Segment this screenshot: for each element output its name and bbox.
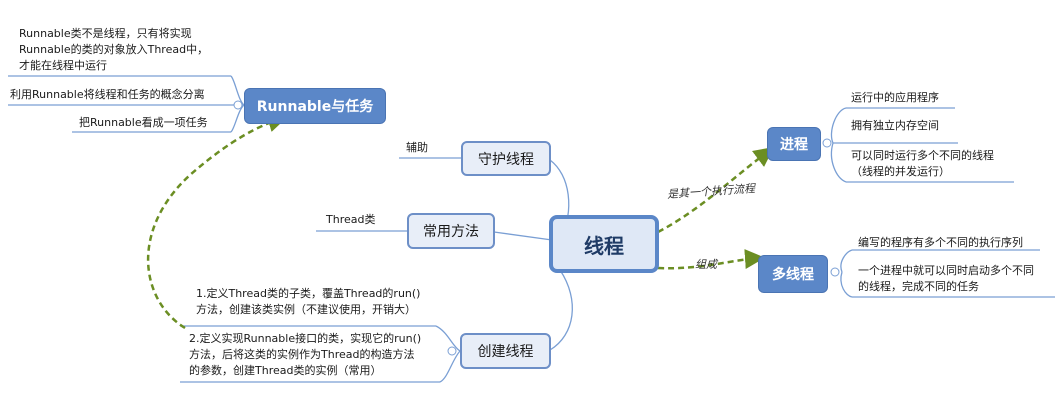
node-create-thread[interactable]: 创建线程 — [460, 333, 551, 369]
note-runnable-1-line2: Runnable的类的对象放入Thread中， — [19, 43, 209, 56]
connector-create-way2 — [439, 350, 461, 383]
connector-create-way1 — [435, 325, 461, 352]
connector-multi-item2 — [840, 271, 853, 298]
multi-item-1: 编写的程序有多个不同的执行序列 — [858, 236, 1023, 249]
relation-arrow-multi — [657, 249, 765, 270]
note-runnable-1-line1: Runnable类不是线程，只有将实现 — [19, 27, 192, 40]
note-create-way2-line1: 2.定义实现Runnable接口的类，实现它的run() — [189, 332, 422, 345]
connector-process-item1 — [830, 107, 847, 144]
note-create-way1-line2: 方法，创建该类实例（不建议使用，开销大） — [196, 303, 416, 316]
process-item-2: 拥有独立内存空间 — [851, 119, 939, 132]
multi-item-2-line1: 一个进程中就可以同时启动多个不同 — [858, 264, 1034, 277]
node-runnable-task[interactable]: Runnable与任务 — [244, 88, 386, 124]
note-create-way2-line2: 方法，后将这类的实例作为Thread的构造方法 — [189, 348, 415, 361]
process-item-3-line1: 可以同时运行多个不同的线程 — [851, 149, 994, 162]
process-item-3-line2: （线程的并发运行） — [851, 165, 950, 178]
multi-item-2-line2: 的线程，完成不同的任务 — [858, 280, 979, 293]
relation-arrow-runnable — [146, 112, 288, 330]
note-runnable-3: 把Runnable看成一项任务 — [79, 116, 208, 129]
note-thread-class: Thread类 — [326, 213, 376, 226]
relation-label-multi: 组成 — [695, 258, 717, 271]
connector-create — [549, 269, 573, 351]
note-create-way1-line1: 1.定义Thread类的子类，覆盖Thread的run() — [196, 287, 421, 300]
connector-methods — [493, 231, 553, 241]
center-node-thread[interactable]: 线程 — [549, 215, 659, 273]
connector-runnable-note1 — [230, 75, 245, 106]
node-daemon-thread[interactable]: 守护线程 — [461, 141, 551, 176]
note-daemon: 辅助 — [406, 141, 428, 154]
connector-process-item3 — [830, 142, 847, 183]
note-runnable-1-line3: 才能在线程中运行 — [19, 59, 107, 72]
note-create-way2-line3: 的参数，创建Thread类的实例（常用） — [189, 364, 382, 377]
process-item-1: 运行中的应用程序 — [851, 91, 939, 104]
node-multithreading[interactable]: 多线程 — [758, 255, 828, 293]
connector-runnable-note3 — [230, 104, 245, 133]
note-runnable-2: 利用Runnable将线程和任务的概念分离 — [10, 88, 205, 101]
node-common-methods[interactable]: 常用方法 — [407, 213, 495, 249]
relation-arrow-process — [657, 146, 774, 234]
connector-multi-item1 — [840, 249, 853, 273]
node-process[interactable]: 进程 — [767, 127, 821, 161]
